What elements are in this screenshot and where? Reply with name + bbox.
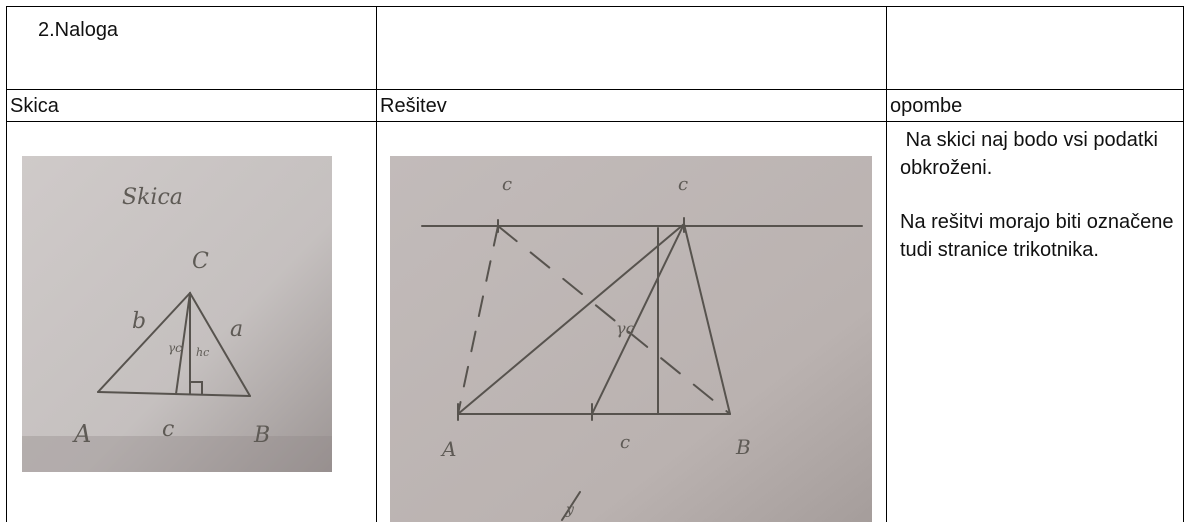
- sketch-side-b: b: [132, 309, 146, 334]
- column-header-solution: Rešitev: [380, 95, 447, 117]
- solution-label-c-right: c: [678, 174, 688, 195]
- notes-cell: Na skici naj bodo vsi podatki obkroženi.…: [900, 126, 1185, 264]
- column-divider-1: [376, 6, 377, 522]
- solution-vertex-a: A: [440, 437, 456, 461]
- table-border-top: [6, 6, 1184, 7]
- sketch-title-handwritten: Skica: [122, 185, 183, 210]
- task-title: 2.Naloga: [38, 19, 119, 41]
- note-paragraph-1: Na skici naj bodo vsi podatki obkroženi.: [900, 129, 1170, 179]
- row-divider-1: [6, 89, 1184, 90]
- column-header-notes: opombe: [890, 95, 963, 117]
- sketch-angle-label: γc: [168, 341, 182, 355]
- table-border-right: [1183, 6, 1184, 522]
- sketch-height-label: hc: [196, 346, 209, 359]
- sketch-vertex-b: B: [253, 423, 270, 448]
- sketch-side-c: c: [162, 417, 174, 442]
- solution-label-c-left: c: [502, 174, 512, 195]
- solution-label-y: y: [565, 502, 575, 518]
- solution-vertex-b: B: [735, 435, 751, 459]
- table-border-left: [6, 6, 7, 522]
- sketch-vertex-a: A: [72, 420, 91, 448]
- sketch-side-a: a: [230, 317, 243, 342]
- solution-photo: c c γc A c B y: [390, 156, 872, 522]
- solution-label-gamma: γc: [616, 319, 635, 338]
- column-header-sketch: Skica: [10, 95, 59, 117]
- sketch-vertex-c-top: C: [192, 249, 209, 274]
- row-divider-2: [6, 121, 1184, 122]
- note-paragraph-2: Na rešitvi morajo biti označene tudi str…: [900, 211, 1174, 261]
- sketch-photo: Skica C b a γc hc A c B: [22, 156, 332, 472]
- column-divider-2: [886, 6, 887, 522]
- solution-label-c-base: c: [620, 432, 630, 453]
